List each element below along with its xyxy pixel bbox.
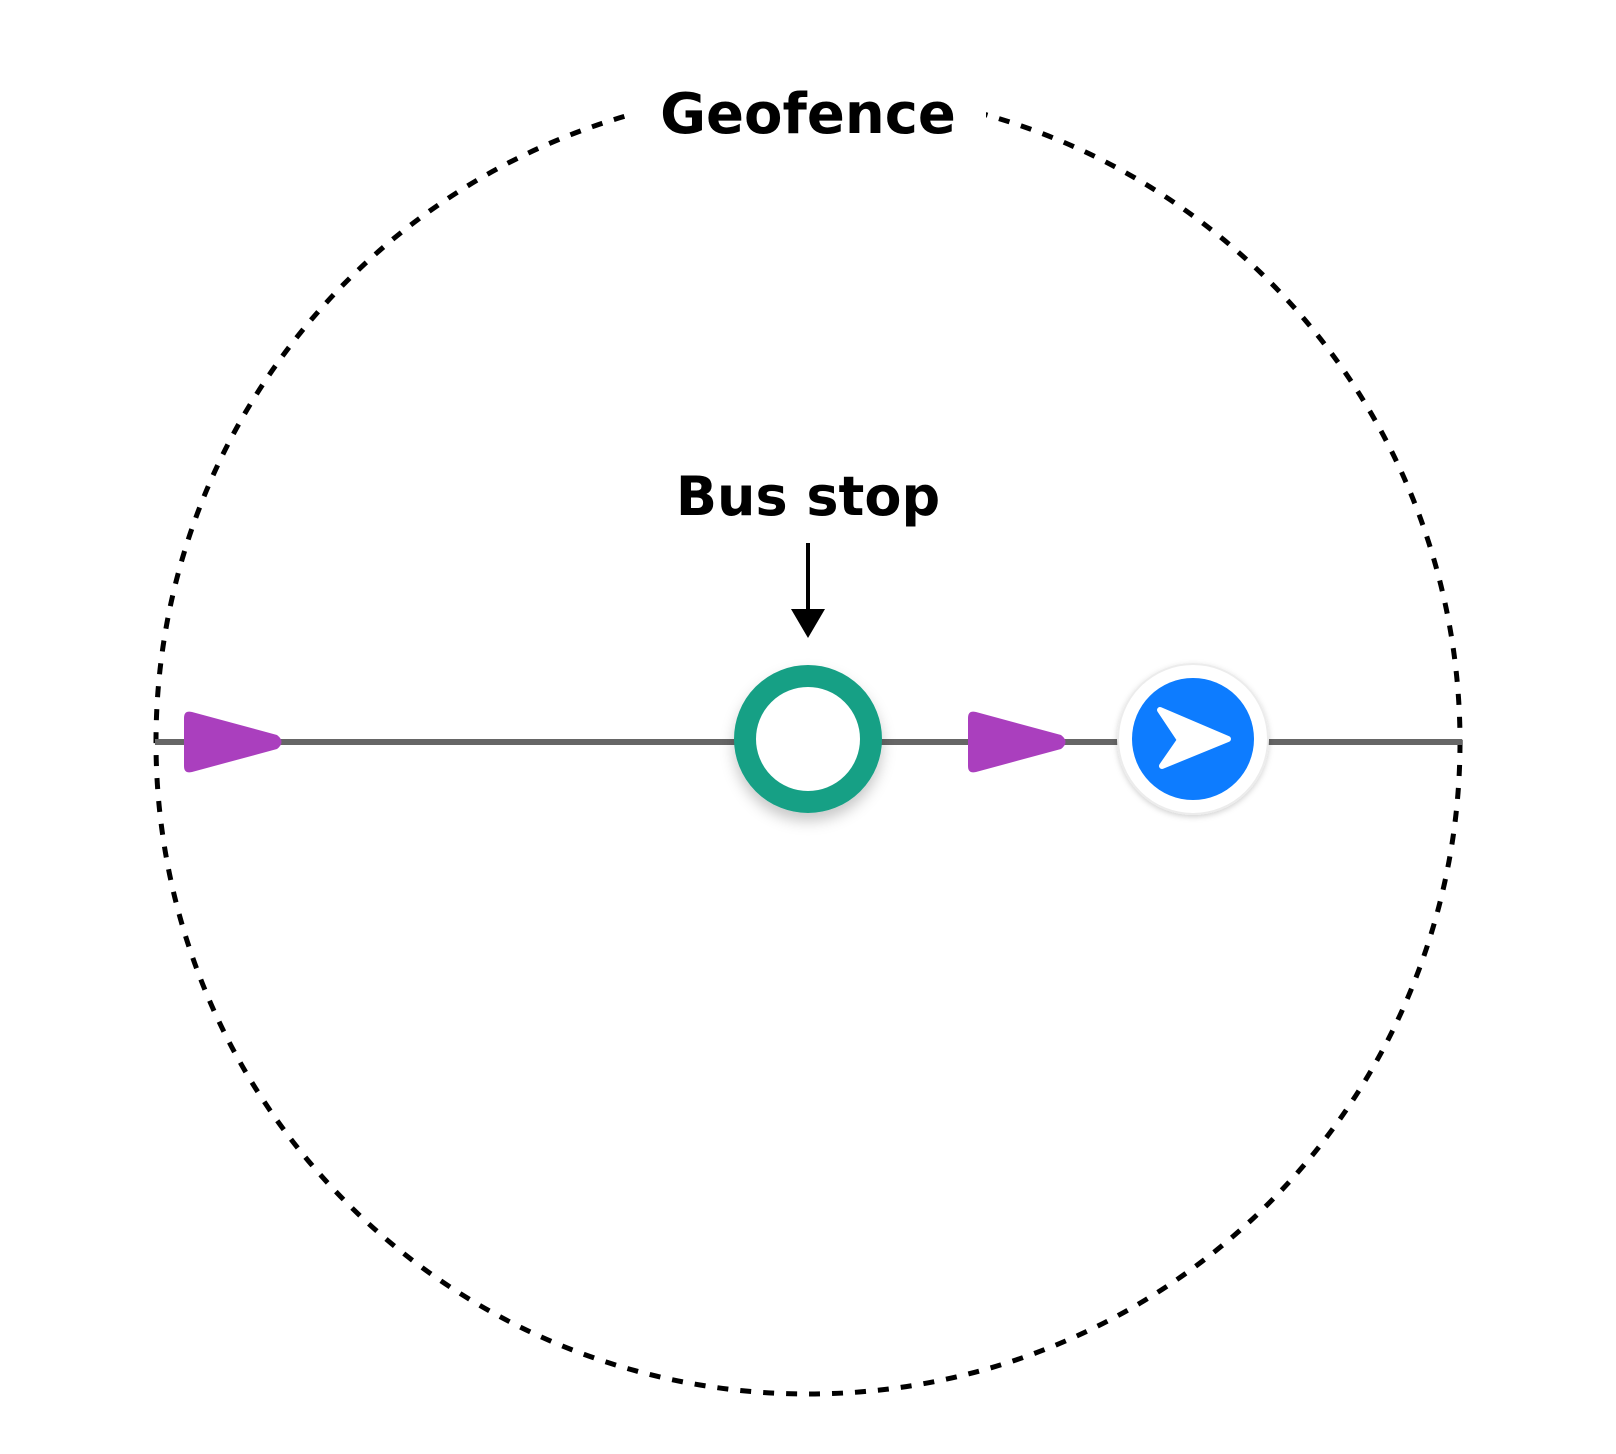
ring-marker-icon bbox=[734, 665, 882, 813]
navigation-arrow-icon bbox=[1157, 707, 1231, 769]
geofence-label-backdrop bbox=[630, 70, 986, 158]
bus-stop-marker[interactable] bbox=[734, 665, 882, 813]
arrow-down-icon bbox=[791, 609, 825, 638]
vehicle-marker[interactable] bbox=[1117, 663, 1269, 815]
direction-marker-icon bbox=[968, 711, 1066, 773]
bus-stop-label: Bus stop bbox=[676, 465, 940, 528]
direction-marker-icon bbox=[184, 711, 282, 773]
geofence-label: Geofence bbox=[660, 82, 956, 147]
